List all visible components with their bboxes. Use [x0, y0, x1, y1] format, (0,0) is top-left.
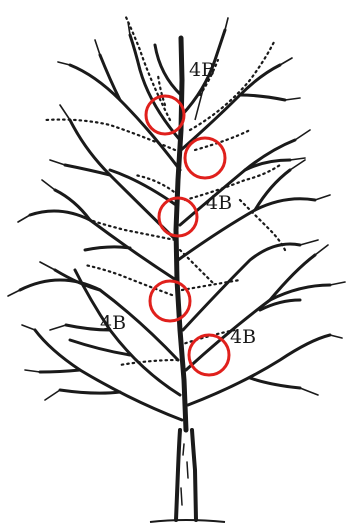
label-leader-line [195, 82, 205, 120]
cut-marker-circle [189, 335, 229, 375]
cut-label: 4B [206, 194, 232, 213]
dotted-shoots [45, 15, 285, 365]
cut-markers [146, 96, 229, 375]
cut-marker-circle [146, 96, 184, 134]
cut-label: 4B [189, 61, 215, 80]
cut-label: 4B [230, 328, 256, 347]
cut-label: 4B [100, 314, 126, 333]
cut-marker-circle [185, 138, 225, 178]
cut-marker-circle [150, 281, 190, 321]
ground-line [150, 520, 225, 522]
